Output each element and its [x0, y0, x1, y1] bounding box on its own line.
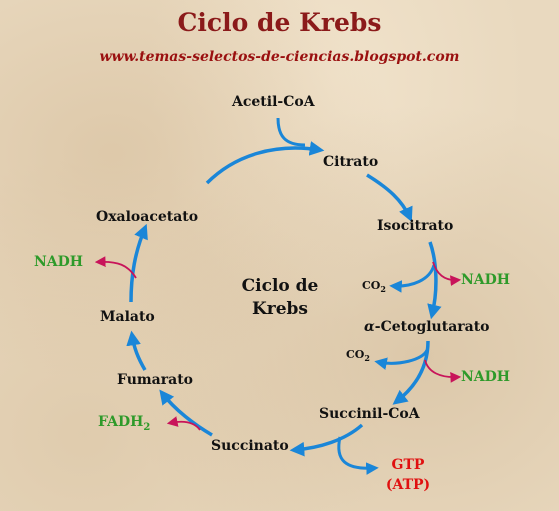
- metabolite-succinato: Succinato: [211, 438, 289, 454]
- nadh-branch-arrow-1: [432, 261, 462, 286]
- arrow-isocitrato-cetoglutarato: [427, 241, 442, 320]
- arrow-cetoglutarato-succinilcoa: [392, 340, 430, 405]
- arrow-oxaloacetato-citrato: [205, 141, 325, 185]
- nadh-branch-arrow-left: [94, 256, 137, 279]
- metabolite-isocitrato: Isocitrato: [377, 218, 454, 234]
- cetoglutarato-text: -Cetoglutarato: [374, 319, 490, 335]
- metabolite-oxaloacetato: Oxaloacetato: [96, 209, 199, 225]
- nadh-branch-arrow-2: [424, 359, 462, 383]
- gtp-branch-arrow: [337, 436, 379, 475]
- arrow-succinato-fumarato: [159, 389, 213, 437]
- center-label-line1: Ciclo de: [241, 276, 319, 296]
- arrow-succinilcoa-succinato: [289, 423, 364, 457]
- metabolite-alpha-cetoglutarato: α-Cetoglutarato: [364, 319, 490, 335]
- source-url: www.temas-selectos-de-ciencias.blogspot.…: [99, 49, 460, 65]
- nadh-label-2: NADH: [461, 369, 511, 385]
- center-label: Ciclo de Krebs: [225, 275, 335, 321]
- gtp-atp-label: GTP (ATP): [378, 455, 438, 495]
- co2-branch-arrow-1: [389, 264, 436, 293]
- center-label-line2: Krebs: [251, 299, 308, 319]
- arrow-malato-oxaloacetato: [129, 223, 148, 303]
- metabolite-malato: Malato: [100, 309, 155, 325]
- metabolite-acetil-coa: Acetil-CoA: [232, 94, 315, 110]
- arrow-fumarato-malato: [126, 330, 147, 371]
- co2-label-2: CO2: [346, 348, 370, 364]
- page-title: Ciclo de Krebs: [177, 8, 382, 37]
- acetil-coa-entry-arrow: [276, 117, 306, 147]
- nadh-label-left: NADH: [34, 254, 84, 270]
- metabolite-succinil-coa: Succinil-CoA: [319, 406, 420, 422]
- co2-branch-arrow-2: [374, 349, 429, 370]
- fadh2-branch-arrow: [166, 416, 201, 431]
- atp-text: (ATP): [385, 477, 431, 493]
- alpha-symbol: α: [364, 319, 375, 335]
- gtp-text: GTP: [391, 457, 425, 473]
- arrow-citrato-isocitrato: [366, 173, 413, 223]
- nadh-label-1: NADH: [461, 272, 511, 288]
- fadh2-label: FADH2: [98, 414, 151, 433]
- metabolite-citrato: Citrato: [323, 154, 379, 170]
- co2-label-1: CO2: [362, 279, 386, 295]
- metabolite-fumarato: Fumarato: [117, 372, 194, 388]
